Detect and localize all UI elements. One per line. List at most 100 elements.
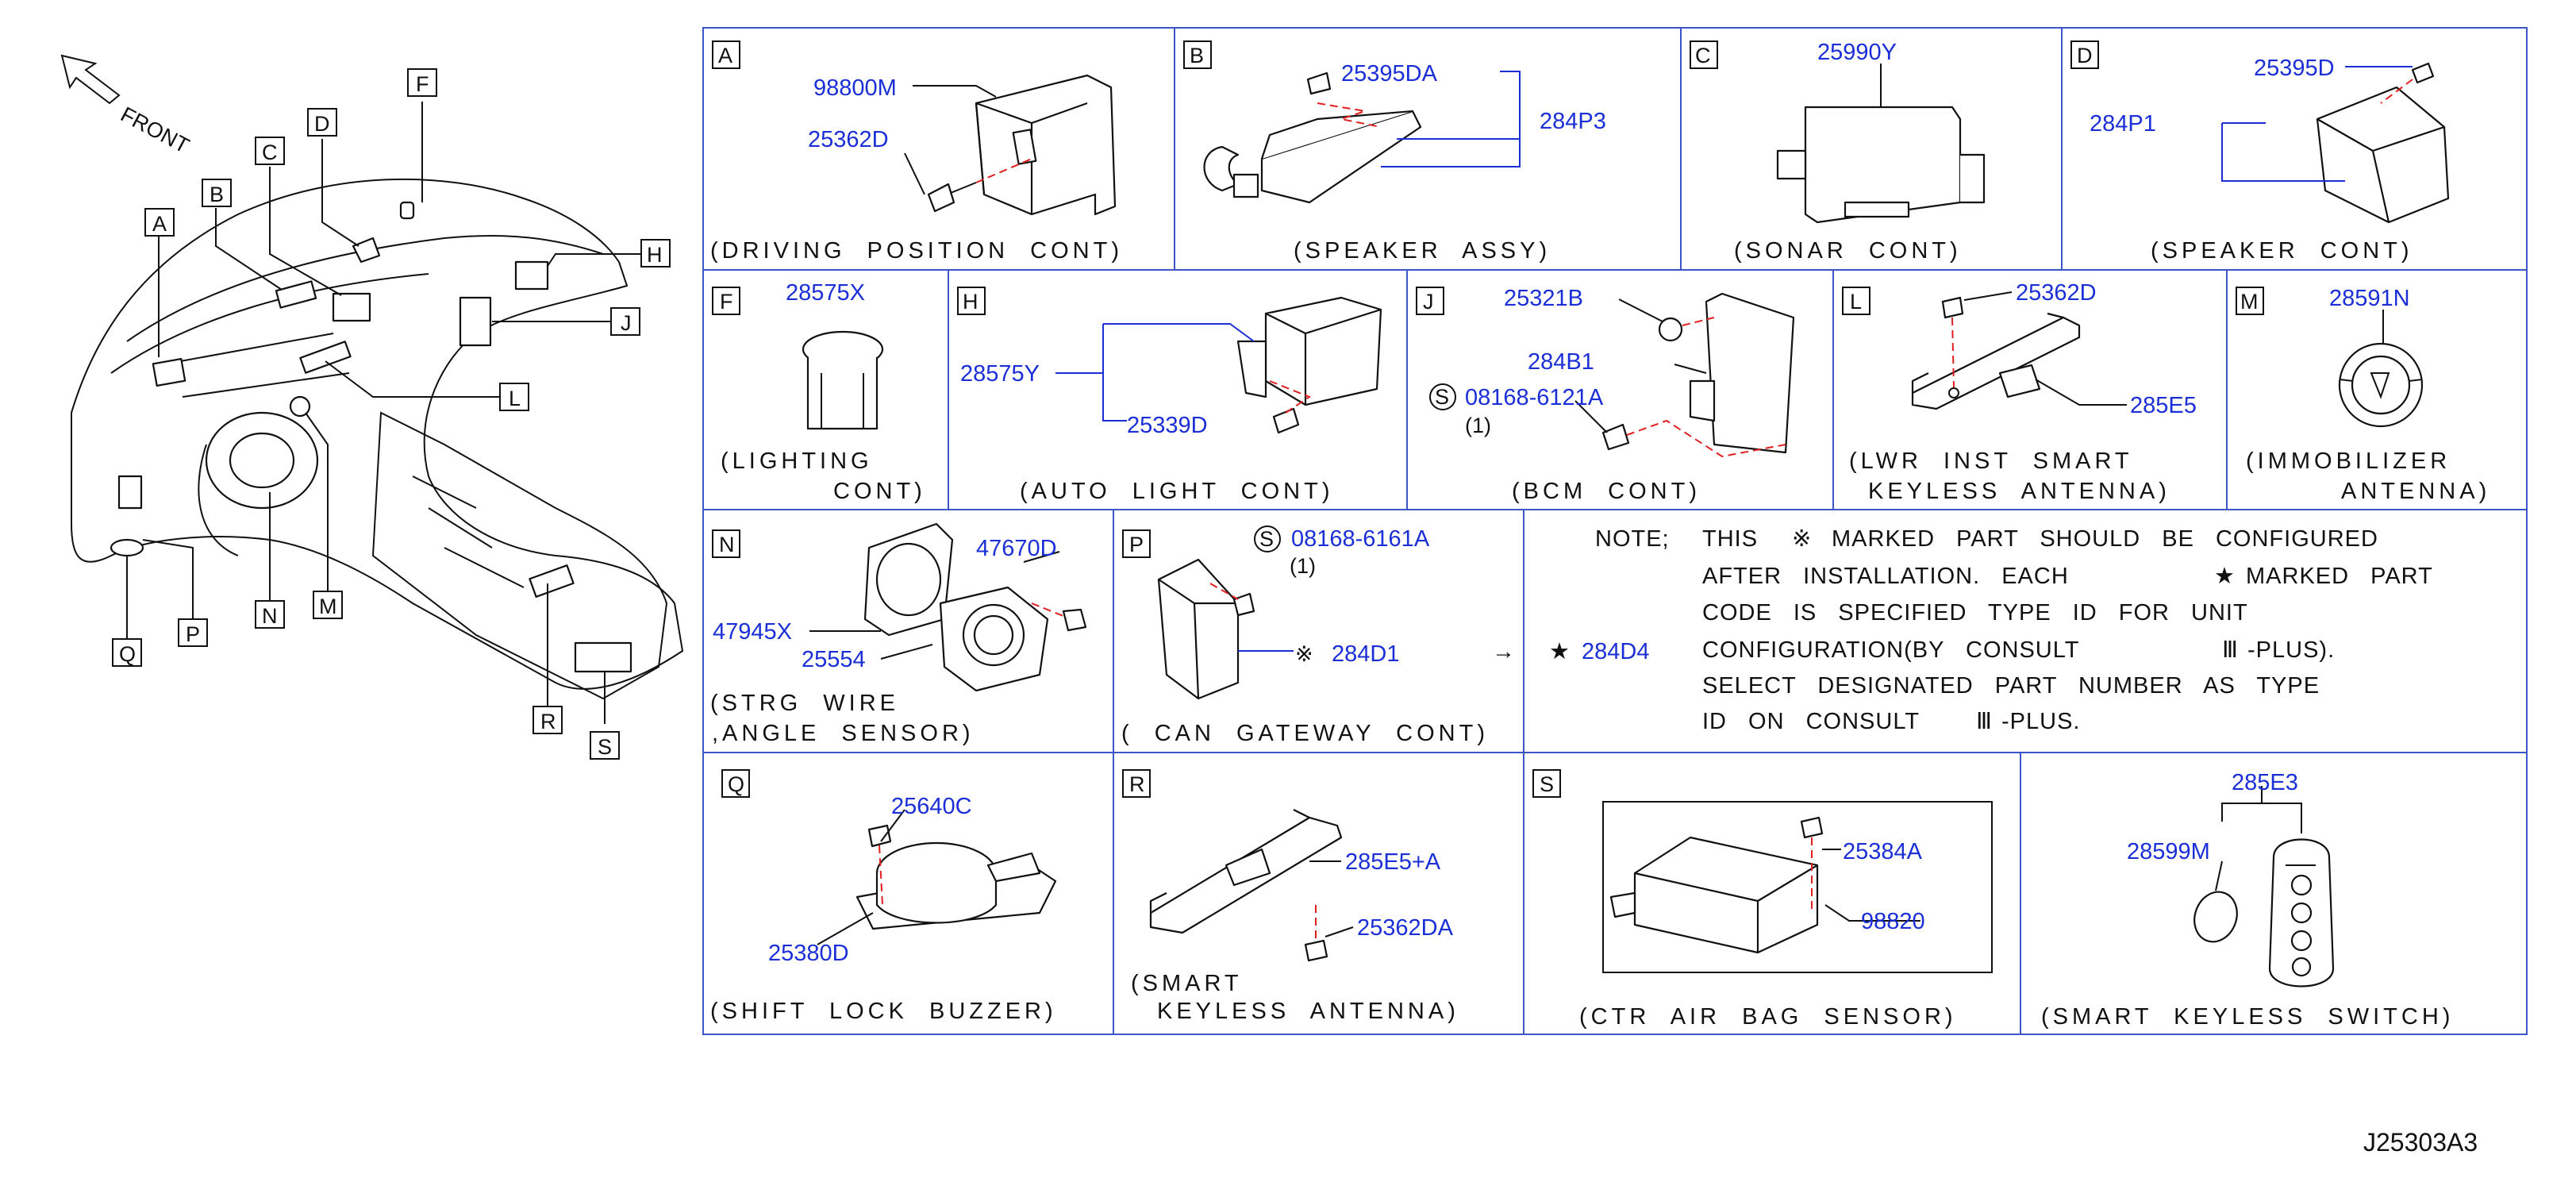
part-284p3: 284P3 <box>1540 109 1606 134</box>
overview-callouts: A B C D F H J L N M P Q R S <box>112 68 671 760</box>
part-08168-6161a: 08168-6161A <box>1291 526 1430 552</box>
note-line5: SELECT DESIGNATED PART NUMBER AS TYPE <box>1702 673 2320 699</box>
callout-f: F <box>416 72 429 96</box>
part-25380d: 25380D <box>768 941 849 966</box>
part-25384a: 25384A <box>1843 839 1923 864</box>
overview-illustration: FRONT <box>60 54 684 760</box>
part-284p1: 284P1 <box>2090 111 2156 137</box>
note-line2-b: MARKED PART <box>2246 564 2433 589</box>
panel-r-caption-2: KEYLESS ANTENNA) <box>1157 999 1459 1024</box>
panel-j-s-mark: S <box>1435 385 1449 409</box>
note-line1-a: THIS <box>1702 526 1758 552</box>
panel-grid <box>702 27 2528 1035</box>
part-25554: 25554 <box>802 647 866 672</box>
callout-r: R <box>540 710 556 733</box>
callout-d: D <box>314 112 330 136</box>
note-block: NOTE; THIS ※ MARKED PART SHOULD BE CONFI… <box>1492 526 2433 734</box>
part-98820: 98820 <box>1861 909 1925 934</box>
panel-j-qty: (1) <box>1465 414 1491 437</box>
note-star-mark: ★ <box>2214 564 2236 589</box>
part-25321b: 25321B <box>1504 286 1583 311</box>
callout-q: Q <box>119 642 136 666</box>
panel-smart-keyless-switch-caption: (SMART KEYLESS SWITCH) <box>2041 1004 2454 1030</box>
panel-p-letter: P <box>1129 533 1144 556</box>
callout-p: P <box>186 622 200 646</box>
front-label: FRONT <box>117 102 193 158</box>
part-25990y: 25990Y <box>1817 40 1897 65</box>
part-28575x: 28575X <box>786 280 865 306</box>
panel-smart-keyless-switch: 285E3 28599M (SMART KEYLESS SWITCH) <box>2041 770 2454 1030</box>
panel-q-caption: (SHIFT LOCK BUZZER) <box>710 999 1057 1024</box>
part-284d4: 284D4 <box>1582 639 1649 664</box>
panel-n-caption-2: ,ANGLE SENSOR) <box>712 721 975 746</box>
panel-d: D 25395D 284P1 (SPEAKER CONT) <box>2070 40 2450 264</box>
panel-f: F 28575X (LIGHTING CONT) <box>712 280 926 504</box>
front-arrow-icon <box>60 54 121 105</box>
callout-l: L <box>509 387 521 410</box>
part-284b1: 284B1 <box>1528 349 1594 375</box>
panel-l-caption-1: (LWR INST SMART <box>1849 448 2133 474</box>
callout-m: M <box>319 595 337 618</box>
callout-j: J <box>621 311 632 335</box>
panel-q-letter: Q <box>728 772 744 796</box>
panel-b-letter: B <box>1190 44 1204 67</box>
note-line6-a: ID ON CONSULT <box>1702 709 1920 734</box>
part-28575y: 28575Y <box>960 361 1040 387</box>
panel-c-letter: C <box>1695 44 1711 67</box>
note-arrow-icon: → <box>1492 639 1516 664</box>
part-08168-6121a: 08168-6121A <box>1465 385 1604 410</box>
part-25395d: 25395D <box>2254 56 2335 81</box>
note-line4-a: CONFIGURATION(BY CONSULT <box>1702 637 2079 663</box>
note-lead: NOTE; <box>1595 526 1670 552</box>
panel-f-caption-1: (LIGHTING <box>721 448 873 474</box>
note-line3: CODE IS SPECIFIED TYPE ID FOR UNIT <box>1702 600 2248 626</box>
panel-f-caption-2: CONT) <box>833 479 926 504</box>
part-25640c: 25640C <box>891 794 972 819</box>
note-star-mark-2: ★ <box>1549 639 1571 664</box>
callout-h: H <box>647 243 663 267</box>
panel-p-s-mark: S <box>1259 527 1274 551</box>
note-line1-b: MARKED PART SHOULD BE CONFIGURED <box>1832 526 2378 552</box>
part-25362da: 25362DA <box>1357 915 1454 941</box>
panel-p-caption: ( CAN GATEWAY CONT) <box>1121 721 1489 746</box>
callout-c: C <box>262 141 278 164</box>
panel-p-qty: (1) <box>1290 554 1316 578</box>
callout-s: S <box>598 735 612 759</box>
part-25339d: 25339D <box>1127 413 1208 438</box>
part-285e5: 285E5 <box>2130 393 2197 418</box>
part-47670d: 47670D <box>976 536 1057 561</box>
part-47945x: 47945X <box>713 619 792 645</box>
panel-m-letter: M <box>2240 290 2259 314</box>
panel-a: A 98800M 25362D (DRIVING POSITION CONT) <box>710 40 1119 264</box>
part-25362d-l: 25362D <box>2016 280 2097 306</box>
panel-h: H 28575Y 25339D (AUTO LIGHT CONT) <box>957 287 1382 504</box>
panel-j-letter: J <box>1423 290 1434 314</box>
part-284d1: 284D1 <box>1332 641 1399 667</box>
panel-q: Q 25640C 25380D (SHIFT LOCK BUZZER) <box>710 769 1057 1024</box>
panel-l-letter: L <box>1850 290 1862 314</box>
panel-m-caption-1: (IMMOBILIZER <box>2246 448 2451 474</box>
part-25395da: 25395DA <box>1341 61 1438 87</box>
panel-j-caption: (BCM CONT) <box>1512 479 1701 504</box>
panel-r-caption-1: (SMART <box>1131 971 1243 996</box>
diagram-id: J25303A3 <box>2363 1128 2478 1157</box>
panel-f-letter: F <box>720 290 733 314</box>
panel-a-letter: A <box>718 44 732 67</box>
part-28599m: 28599M <box>2127 839 2210 864</box>
note-roman-icon: Ⅲ <box>2222 637 2239 663</box>
panel-b-caption: (SPEAKER ASSY) <box>1294 238 1551 264</box>
part-25362d: 25362D <box>808 127 889 152</box>
panel-s-letter: S <box>1540 772 1554 796</box>
panel-n: N 47670D 47945X 25554 (STRG WIRE ,ANGLE … <box>710 522 1087 746</box>
callout-n: N <box>262 604 278 628</box>
panel-c: C 25990Y (SONAR CONT) <box>1690 40 1986 264</box>
panel-r: R 285E5+A 25362DA (SMART KEYLESS ANTENNA… <box>1122 769 1459 1024</box>
panel-m-caption-2: ANTENNA) <box>2341 479 2490 504</box>
part-285e3: 285E3 <box>2232 770 2298 795</box>
panel-r-letter: R <box>1129 772 1145 796</box>
panel-p: P S 08168-6161A (1) ※ 284D1 ( CAN GATEWA… <box>1121 525 1489 746</box>
panel-s: S 25384A 98820 (CTR AIR BAG SENSOR) <box>1532 769 1993 1030</box>
panel-h-letter: H <box>963 290 978 314</box>
panel-m: M 28591N (IMMOBILIZER ANTENNA) <box>2236 286 2490 504</box>
panel-h-caption: (AUTO LIGHT CONT) <box>1020 479 1334 504</box>
